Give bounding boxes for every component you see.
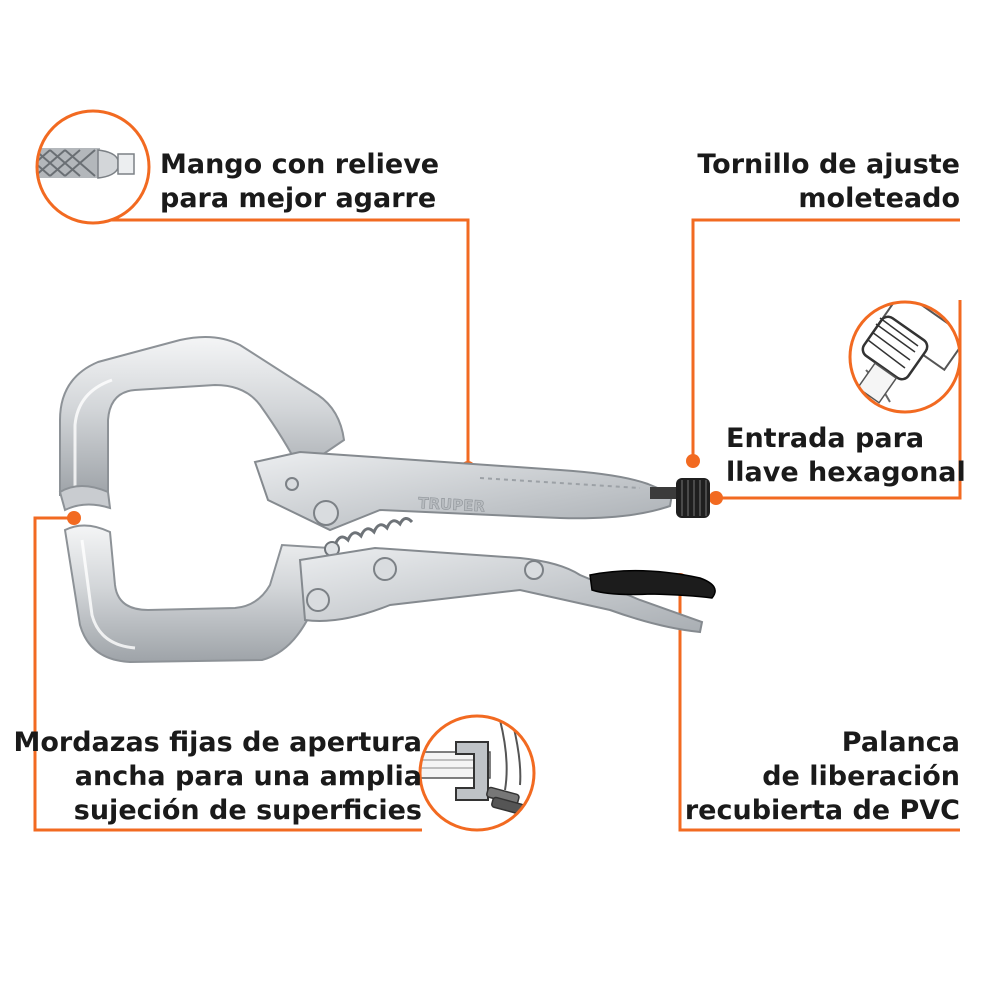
knurled-screw-icon <box>848 300 962 414</box>
callout-screw-line-1: Tornillo de ajuste <box>697 149 960 180</box>
callout-lever: Palanca de liberación recubierta de PVC <box>685 726 960 828</box>
dot-jaws <box>67 511 81 525</box>
textured-handle-icon <box>35 109 151 225</box>
leader-lever <box>678 580 960 832</box>
callout-screw-line-2: moleteado <box>798 183 960 214</box>
callout-lever-line-1: Palanca <box>841 727 960 758</box>
upper-jaw-tip <box>58 485 112 512</box>
c-clamp-locking-pliers-icon: TRUPER <box>58 335 716 664</box>
leader-handle <box>110 218 470 468</box>
callout-handle: Mango con relieve para mejor agarre <box>160 148 439 216</box>
adjustment-screw <box>650 478 710 518</box>
callout-handle-line-2: para mejor agarre <box>160 183 437 214</box>
callout-jaws-line-2: ancha para una amplia <box>74 761 422 792</box>
spring <box>333 517 414 546</box>
callout-hex: Entrada para llave hexagonal <box>726 422 966 490</box>
dot-screw <box>686 454 700 468</box>
rivets <box>285 477 544 612</box>
dot-hex <box>709 491 723 505</box>
callout-jaws-line-1: Mordazas fijas de apertura <box>13 727 422 758</box>
upper-handle <box>253 450 674 532</box>
callout-hex-line-1: Entrada para <box>726 423 925 454</box>
leader-jaws <box>33 516 422 832</box>
callout-lever-line-2: de liberación <box>762 761 960 792</box>
release-lever <box>589 569 716 599</box>
callout-handle-line-1: Mango con relieve <box>160 149 440 180</box>
callout-lever-line-3: recubierta de PVC <box>684 795 960 826</box>
brand-embossing: TRUPER <box>418 494 486 515</box>
callout-screw: Tornillo de ajuste moleteado <box>697 148 960 216</box>
callout-jaws-line-3: sujeción de superficies <box>73 795 422 826</box>
clamp-in-use-icon <box>418 714 536 832</box>
callout-hex-line-2: llave hexagonal <box>726 457 966 488</box>
leader-screw <box>691 218 960 460</box>
lower-jaw-frame <box>63 524 332 664</box>
lower-handle <box>298 546 704 634</box>
callout-jaws: Mordazas fijas de apertura ancha para un… <box>13 726 422 828</box>
